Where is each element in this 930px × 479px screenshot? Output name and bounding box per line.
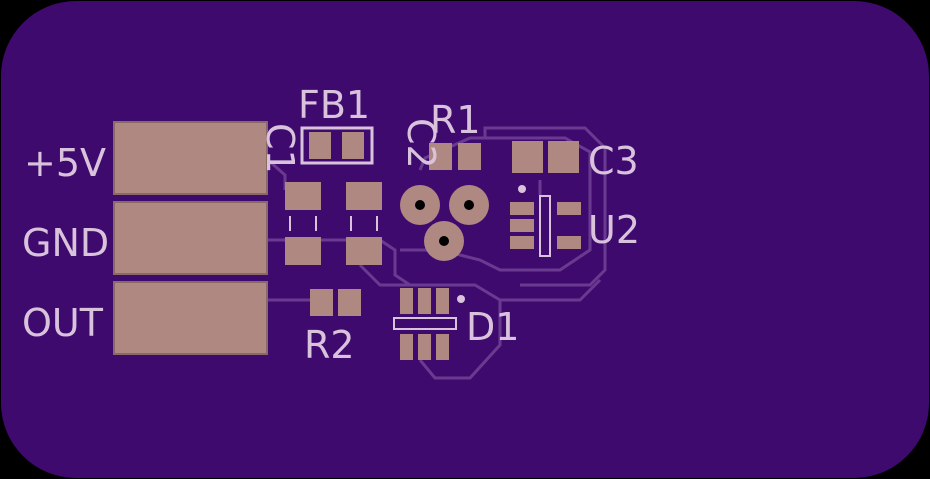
u2-body-outline <box>539 195 551 257</box>
c2-pad-2 <box>346 237 382 265</box>
c2-pad-1 <box>346 182 382 210</box>
label-fb1: FB1 <box>298 83 370 127</box>
trace-inner-loop <box>400 136 592 272</box>
r2-pad-1 <box>310 289 333 316</box>
c1-pad-2 <box>285 237 321 265</box>
d1-pad-bot-3 <box>436 334 449 360</box>
u2-pad-1 <box>510 202 534 215</box>
d1-pin1-dot <box>457 295 465 303</box>
r2-pad-2 <box>338 289 361 316</box>
d1-body-outline <box>393 317 457 330</box>
th-hole-3 <box>439 236 449 246</box>
label-out: OUT <box>22 301 104 345</box>
copper-traces <box>267 126 607 380</box>
label-c2: C2 <box>399 118 443 169</box>
u2-pin1-dot <box>518 185 526 193</box>
label-u2: U2 <box>588 208 640 252</box>
d1-pad-top-3 <box>436 288 449 314</box>
c1-pad-1 <box>285 182 321 210</box>
d1-pad-top-2 <box>418 288 431 314</box>
label-d1: D1 <box>466 305 519 349</box>
label-c3: C3 <box>588 139 639 183</box>
label-gnd: GND <box>22 221 109 265</box>
trace-d1-return <box>418 300 502 380</box>
r1-pad-2 <box>458 143 481 170</box>
trace-gnd-bus <box>268 238 411 287</box>
trace-lower-loop <box>358 263 602 302</box>
trace-top-loop <box>483 126 607 287</box>
u2-pad-4 <box>557 202 581 215</box>
c1-silk-marks <box>289 216 317 231</box>
through-hole-pads <box>400 185 489 261</box>
pad-5v <box>113 121 268 195</box>
th-hole-2 <box>464 200 474 210</box>
u2-pad-3 <box>510 236 534 249</box>
u2-pad-5 <box>557 236 581 249</box>
label-5v: +5V <box>24 141 106 185</box>
fb1-outline <box>300 126 374 165</box>
c3-pad-1 <box>512 141 543 173</box>
fb1-pad-1 <box>309 132 331 159</box>
c3-pad-2 <box>548 141 579 173</box>
d1-pad-bot-1 <box>400 334 413 360</box>
fb1-pad-2 <box>342 132 364 159</box>
label-r2: R2 <box>304 323 355 367</box>
label-r1: R1 <box>430 98 481 142</box>
d1-pad-bot-2 <box>418 334 431 360</box>
r1-pad-1 <box>429 143 452 170</box>
d1-pad-top-1 <box>400 288 413 314</box>
th-hole-1 <box>415 200 425 210</box>
pad-out <box>113 281 268 355</box>
u2-pad-2 <box>510 219 534 232</box>
c2-silk-marks <box>350 216 378 231</box>
label-c1: C1 <box>258 123 302 174</box>
pad-gnd <box>113 201 268 275</box>
